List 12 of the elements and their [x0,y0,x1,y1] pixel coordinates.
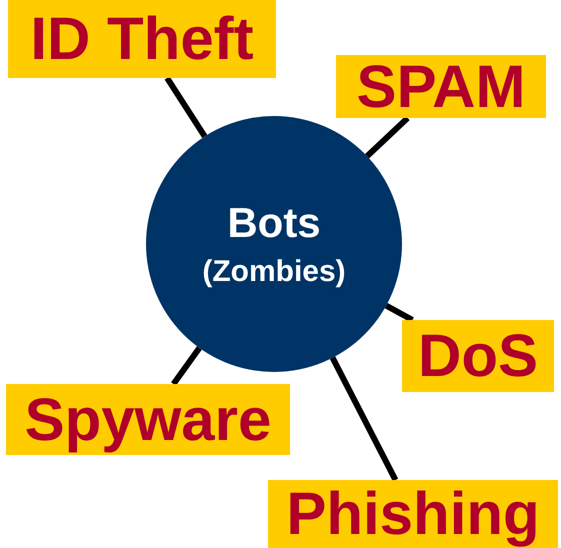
threat-label: Phishing [268,480,558,548]
threat-label: ID Theft [8,0,276,78]
connector-line [384,302,414,323]
connector-line [164,76,208,138]
node-subtitle: (Zombies) [202,254,346,290]
threat-label: Spyware [6,384,290,455]
connector-line [171,346,202,386]
connector-line [330,356,398,482]
threat-label: SPAM [336,55,546,118]
threat-label: DoS [402,320,554,392]
connector-line [365,116,410,158]
node-title: Bots [227,198,321,248]
